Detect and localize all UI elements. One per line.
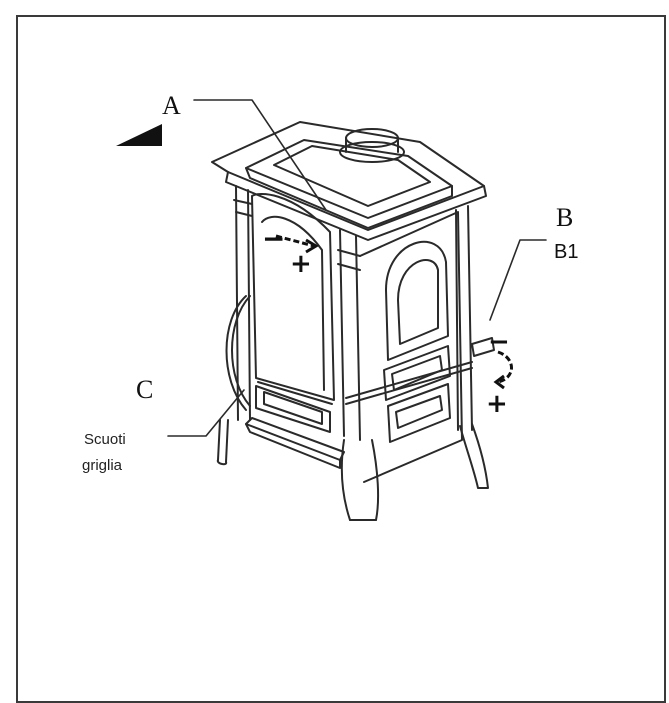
rotate-knob-arrow-icon: [493, 350, 513, 390]
label-a: A: [162, 91, 181, 120]
flue-collar: [339, 128, 405, 163]
side-panel: [345, 205, 473, 483]
leader-line-c: [167, 389, 245, 437]
slider-plus-sign: +: [290, 249, 312, 279]
ash-lip: [245, 417, 345, 469]
door-handle: [225, 295, 251, 411]
label-b1: B1: [554, 241, 578, 263]
label-c: C: [136, 375, 153, 404]
direction-triangle-icon: [116, 124, 162, 146]
label-b: B: [556, 203, 573, 232]
stove-top-plate: [211, 121, 487, 241]
leader-line-a: [193, 99, 327, 211]
stove-legs: [216, 419, 489, 521]
knob-plus-sign: +: [486, 389, 508, 419]
shaker-label-line2: griglia: [82, 457, 123, 474]
slider-minus-sign: −: [262, 222, 285, 255]
shaker-label-line1: Scuoti: [84, 431, 126, 448]
side-knob: [471, 337, 495, 357]
air-slider-arrow-icon: [275, 234, 319, 254]
front-door: [251, 193, 335, 433]
front-columns: [233, 185, 361, 441]
knob-minus-sign: −: [488, 327, 510, 357]
leader-lines: [167, 99, 547, 437]
leader-line-b1: [489, 239, 547, 321]
